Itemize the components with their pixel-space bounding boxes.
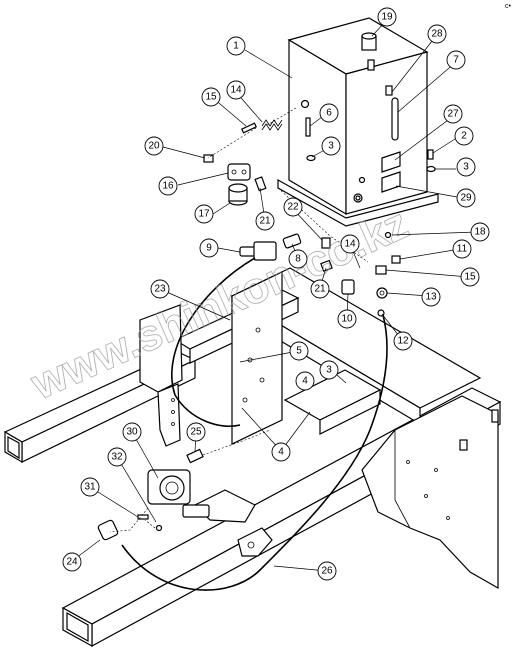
callout-14: 14: [340, 234, 360, 254]
svg-text:23: 23: [154, 284, 166, 295]
frame-assembly: [3, 267, 502, 648]
svg-text:25: 25: [190, 427, 202, 438]
callout-18: 18: [470, 222, 490, 242]
hydraulic-tank: [277, 17, 439, 227]
callout-13: 13: [421, 287, 441, 307]
callout-9: 9: [199, 238, 219, 258]
callout-11: 11: [452, 239, 472, 259]
svg-text:7: 7: [453, 55, 459, 66]
svg-text:13: 13: [425, 292, 437, 303]
callout-23: 23: [150, 279, 170, 299]
callout-17: 17: [194, 204, 214, 224]
callout-31: 31: [80, 477, 100, 497]
svg-text:17: 17: [198, 209, 210, 220]
callout-26: 26: [317, 561, 337, 581]
svg-text:27: 27: [447, 109, 459, 120]
callout-28: 28: [427, 24, 447, 44]
callout-29: 29: [456, 188, 476, 208]
callout-22: 22: [283, 197, 303, 217]
svg-text:8: 8: [295, 254, 301, 265]
corner-mark: c•: [505, 3, 512, 10]
svg-text:14: 14: [344, 239, 356, 250]
callout-19: 19: [377, 7, 397, 27]
callout-1: 1: [226, 36, 246, 56]
svg-text:30: 30: [126, 427, 138, 438]
svg-text:15: 15: [464, 272, 476, 283]
callout-8: 8: [288, 249, 308, 269]
svg-text:12: 12: [397, 336, 409, 347]
callout-21: 21: [310, 279, 330, 299]
svg-text:20: 20: [148, 141, 160, 152]
callout-32: 32: [107, 447, 127, 467]
svg-text:19: 19: [381, 12, 393, 23]
svg-text:24: 24: [66, 557, 78, 568]
hose-26: [121, 314, 388, 591]
svg-text:10: 10: [341, 314, 353, 325]
svg-text:4: 4: [302, 376, 308, 387]
callout-6: 6: [319, 103, 339, 123]
callout-14: 14: [226, 80, 246, 100]
svg-text:16: 16: [162, 181, 174, 192]
callout-5: 5: [289, 341, 309, 361]
svg-text:26: 26: [321, 566, 333, 577]
callout-4: 4: [295, 371, 315, 391]
svg-text:3: 3: [463, 162, 469, 173]
svg-text:18: 18: [474, 227, 486, 238]
callout-16: 16: [158, 176, 178, 196]
callout-2: 2: [454, 126, 474, 146]
svg-text:21: 21: [259, 216, 271, 227]
callout-24: 24: [62, 552, 82, 572]
callout-7: 7: [446, 50, 466, 70]
callout-3: 3: [321, 136, 341, 156]
svg-text:5: 5: [296, 346, 302, 357]
callout-20: 20: [144, 136, 164, 156]
svg-text:2: 2: [461, 131, 467, 142]
svg-text:28: 28: [431, 29, 443, 40]
spring-14: [261, 119, 283, 131]
callout-27: 27: [443, 104, 463, 124]
callout-3: 3: [319, 360, 339, 380]
svg-text:29: 29: [460, 193, 472, 204]
svg-text:11: 11: [457, 244, 468, 255]
svg-text:4: 4: [278, 447, 284, 458]
svg-text:21: 21: [314, 284, 326, 295]
callout-25: 25: [186, 422, 206, 442]
hoses: [109, 107, 388, 591]
svg-text:6: 6: [326, 108, 332, 119]
callouts: 1 2 3 3 3 4 4 5 6 7 8 9 10 11 12 13 14 1…: [62, 7, 490, 581]
callout-4: 4: [271, 442, 291, 462]
small-parts: [97, 117, 436, 541]
svg-text:3: 3: [326, 365, 332, 376]
side-plate: [361, 395, 499, 590]
svg-text:14: 14: [230, 85, 242, 96]
svg-text:31: 31: [84, 482, 96, 493]
callout-15: 15: [201, 87, 221, 107]
callout-12: 12: [393, 331, 413, 351]
svg-text:22: 22: [287, 202, 299, 213]
callout-3: 3: [456, 157, 476, 177]
callout-30: 30: [122, 422, 142, 442]
callout-10: 10: [337, 309, 357, 329]
hose-4: [171, 257, 256, 427]
callout-21: 21: [255, 211, 275, 231]
svg-text:1: 1: [233, 41, 239, 52]
svg-text:15: 15: [205, 92, 217, 103]
svg-text:3: 3: [328, 141, 334, 152]
pump-30: [147, 469, 210, 518]
callout-15: 15: [460, 267, 480, 287]
svg-text:32: 32: [111, 452, 123, 463]
svg-text:9: 9: [206, 243, 212, 254]
